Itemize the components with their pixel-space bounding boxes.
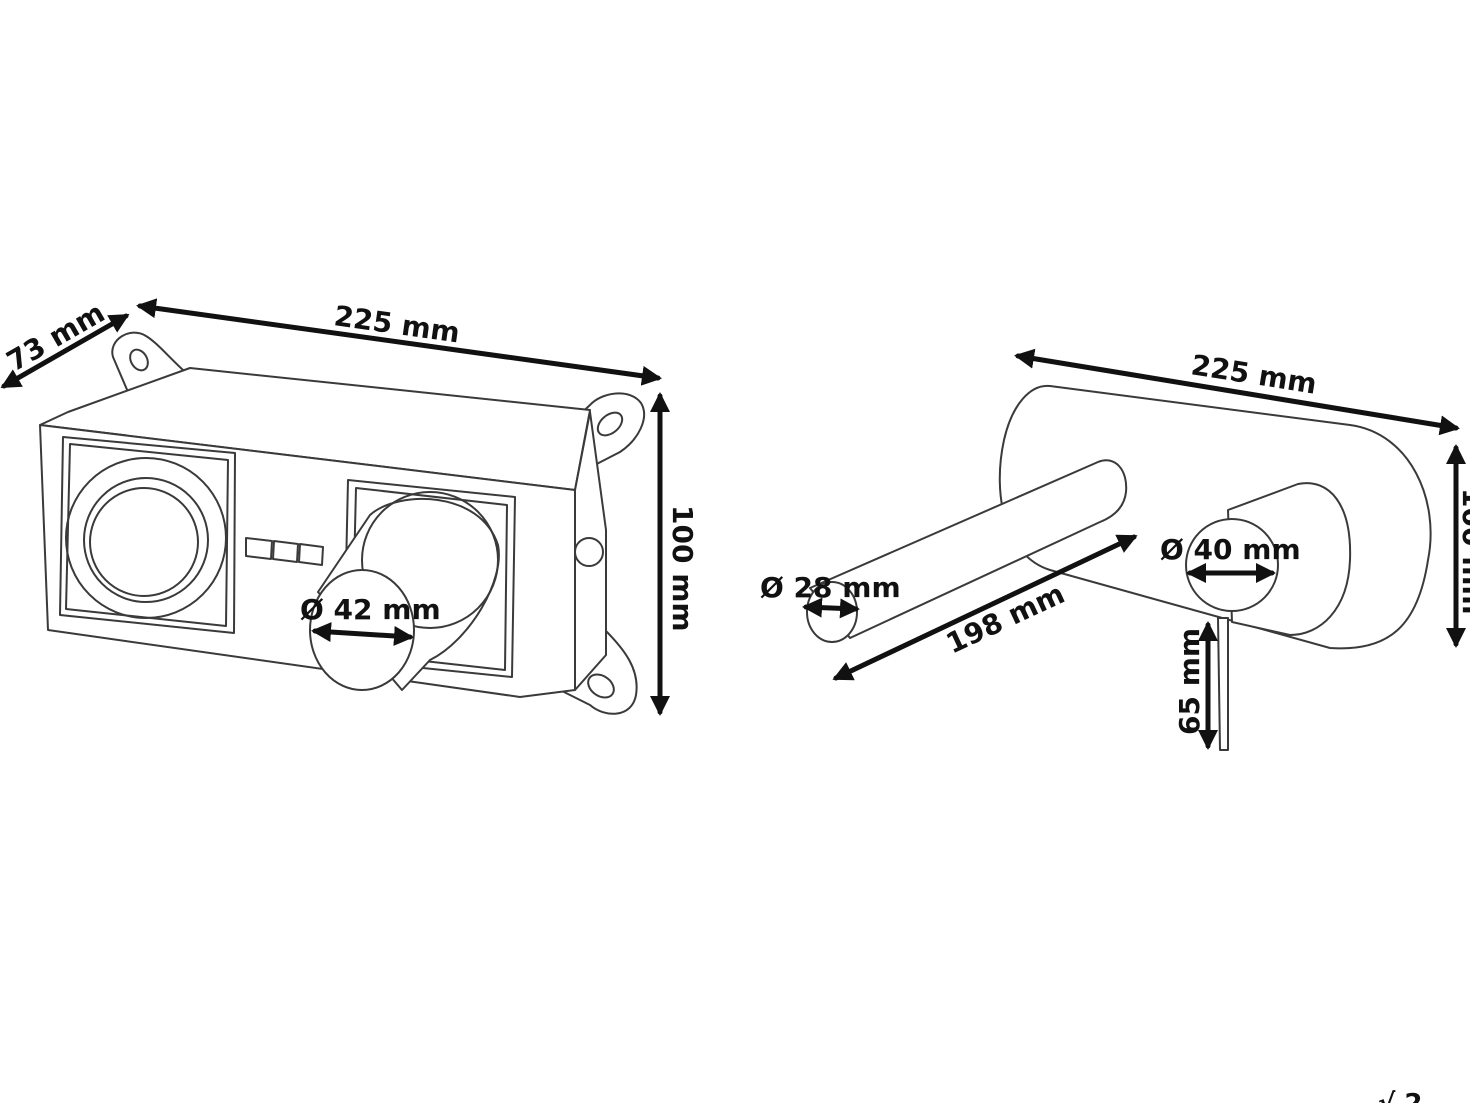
outlet-ring-outer xyxy=(65,457,227,619)
vent-slot xyxy=(298,543,324,566)
plate-width-arrow xyxy=(1014,348,1460,436)
outlet-ring-mid xyxy=(83,477,209,603)
outlet-ring-inner xyxy=(89,487,199,597)
handle-diameter-label: Ø 40 mm xyxy=(1160,533,1301,566)
knob-base-ring xyxy=(361,491,499,629)
side-port xyxy=(574,537,604,567)
plate-height-label: 100 mm xyxy=(1456,488,1470,615)
corner-mark: √ 2 xyxy=(1378,1089,1422,1103)
handle-lever xyxy=(1217,617,1229,751)
lever-length-label: 65 mm xyxy=(1173,628,1206,735)
spout-diameter-arrow xyxy=(802,597,860,619)
height-dimension-label: 100 mm xyxy=(666,505,699,632)
knob-diameter-label: Ø 42 mm xyxy=(300,593,441,626)
outlet-frame xyxy=(59,436,236,634)
depth-dimension-arrow xyxy=(0,313,130,389)
spout-length-arrow xyxy=(832,534,1138,681)
vent-slot xyxy=(245,537,273,560)
knob-diameter-arrow xyxy=(311,622,414,646)
width-dimension-arrow xyxy=(136,298,662,386)
vent-slot xyxy=(272,540,299,563)
faucet-trim xyxy=(806,384,1432,751)
mixer-body xyxy=(39,331,646,715)
mounting-hole xyxy=(587,673,615,699)
spout-diameter-label: Ø 28 mm xyxy=(760,571,901,604)
mounting-hole xyxy=(596,411,624,437)
